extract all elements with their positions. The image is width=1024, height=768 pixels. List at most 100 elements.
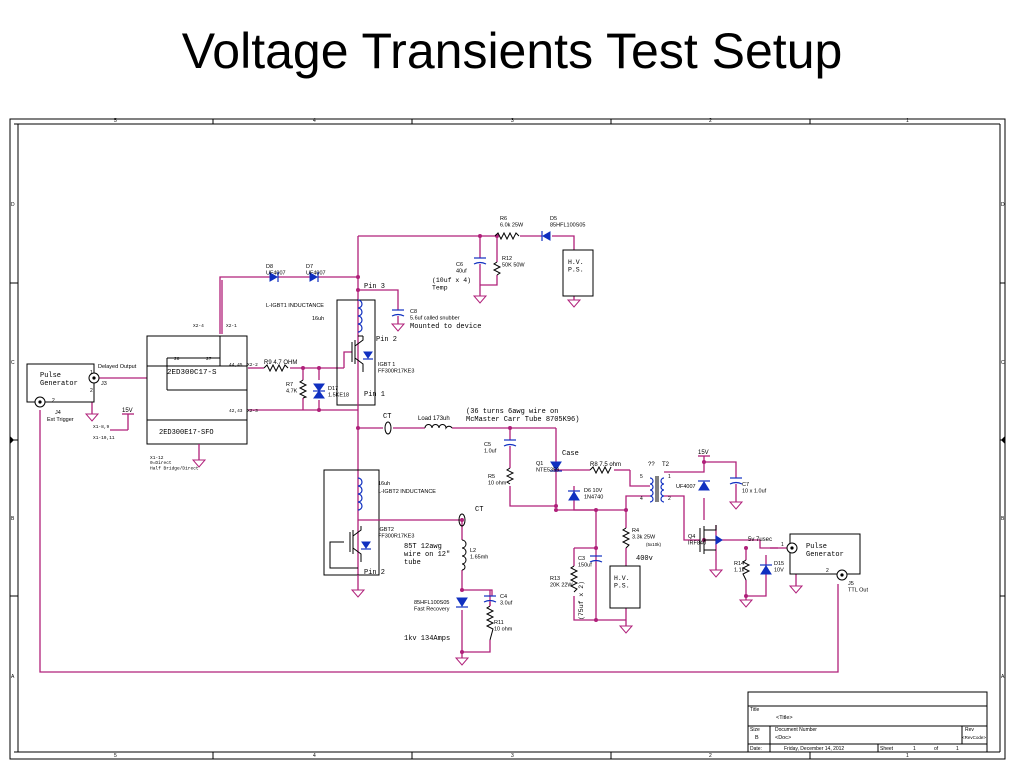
title-block-label: Sheet xyxy=(880,746,894,752)
supply-15v-right xyxy=(698,455,710,462)
slide-title: Voltage Transients Test Setup xyxy=(181,23,843,79)
label-r4-note: (5x10k) xyxy=(646,542,662,547)
resistor-r8 xyxy=(589,465,612,475)
label-x1-10: X1-10,11 xyxy=(93,435,115,441)
ground-symbol xyxy=(350,589,366,598)
label-x2-2: X2-2 xyxy=(247,362,258,368)
inductors xyxy=(357,299,665,571)
label-c6-note: (10uf x 4)Temp xyxy=(432,277,471,291)
block-label-hv-top: H.V.P.S. xyxy=(568,259,584,273)
label-pin1: Pin 1 xyxy=(364,391,385,399)
transformer-t2-primary xyxy=(649,477,654,503)
label-t2-pin: 1 xyxy=(668,474,671,480)
inductor-load xyxy=(424,424,453,430)
title-block-label: Size xyxy=(750,727,760,733)
inductor-l2 xyxy=(461,539,467,571)
diode-d5 xyxy=(541,231,551,241)
diodes xyxy=(269,231,772,608)
label-j3: J3 xyxy=(101,381,107,387)
label-t2-pin: 2 xyxy=(668,496,671,502)
igbt1-symbol xyxy=(351,335,373,372)
resistor-r11 xyxy=(485,605,495,641)
diode-fast-recovery xyxy=(456,597,468,608)
label-mounted: Mounted to device xyxy=(410,323,481,331)
title-block-value: <RevCode> xyxy=(962,735,986,740)
frame-mark: 1 xyxy=(906,753,909,759)
frame-mark: 3 xyxy=(511,118,514,124)
block-label-driver-bottom: 2ED300E17-SFO xyxy=(159,429,214,437)
frame-mark: 4 xyxy=(313,118,316,124)
label-15v-right: 15V xyxy=(698,450,709,456)
diode-d17 xyxy=(313,383,325,399)
capacitor-c4 xyxy=(483,595,497,606)
label-ext-trigger: Ext Trigger xyxy=(47,417,74,423)
capacitor-c3 xyxy=(589,555,603,563)
title-block-value: 1 xyxy=(913,746,916,752)
label-l-igbt1: L-IGBT1 INDUCTANCE xyxy=(266,303,324,309)
label-ct-bottom: CT xyxy=(475,506,483,514)
title-block-label: Rev xyxy=(965,727,974,733)
label-ct-top: CT xyxy=(383,413,391,421)
frame-mark: 3 xyxy=(511,753,514,759)
capacitor-c6 xyxy=(473,257,487,278)
ground-symbols xyxy=(84,295,804,666)
connector-j5 xyxy=(836,569,848,581)
label-x2-4: X2-4 xyxy=(193,323,204,329)
label-j4: J4 xyxy=(55,410,61,416)
ground-symbol xyxy=(472,295,488,304)
diode-d6 xyxy=(568,490,580,501)
label-t2: T2 xyxy=(662,462,670,468)
transformer-t2-secondary xyxy=(660,477,665,503)
label-kv-note: 1kv 134Amps xyxy=(404,635,450,643)
label-p28: 28 xyxy=(174,356,180,362)
inductor-l-igbt1 xyxy=(357,299,363,333)
diode-d8 xyxy=(269,272,279,282)
ground-symbol xyxy=(191,444,207,468)
frame-mark: A xyxy=(11,674,15,680)
label-400v: 400v xyxy=(636,555,653,563)
label-pin: 2 xyxy=(52,398,55,404)
label-x1-8: X1-8,9 xyxy=(93,424,110,430)
frame-mark: 2 xyxy=(709,118,712,124)
label-l-igbt2: L-IGBT2 INDUCTANCE xyxy=(378,489,436,495)
title-block-value: B xyxy=(755,735,759,741)
resistor-r7 xyxy=(298,379,308,399)
drawing-frame: 5 4 3 2 1 5 4 3 2 1 D C B A D C B A xyxy=(9,118,1006,760)
frame-mark: C xyxy=(1001,360,1005,366)
capacitor-c7 xyxy=(729,477,743,494)
label-uf4007-right: UF4007 xyxy=(676,484,696,490)
capacitor-c5 xyxy=(503,439,517,456)
hv-power-supply-bottom xyxy=(609,565,641,609)
title-block-label: of xyxy=(934,746,939,752)
capacitors xyxy=(391,257,743,606)
label-r8: R8 7.5 ohm xyxy=(590,462,621,468)
diode-d7 xyxy=(309,272,319,282)
frame-mark: D xyxy=(1001,202,1005,208)
title-block-value: <Title> xyxy=(776,715,793,721)
label-pin2-top: Pin 2 xyxy=(376,336,397,344)
igbt2-symbol xyxy=(329,526,371,569)
label-load: Load 173uh xyxy=(418,416,450,422)
